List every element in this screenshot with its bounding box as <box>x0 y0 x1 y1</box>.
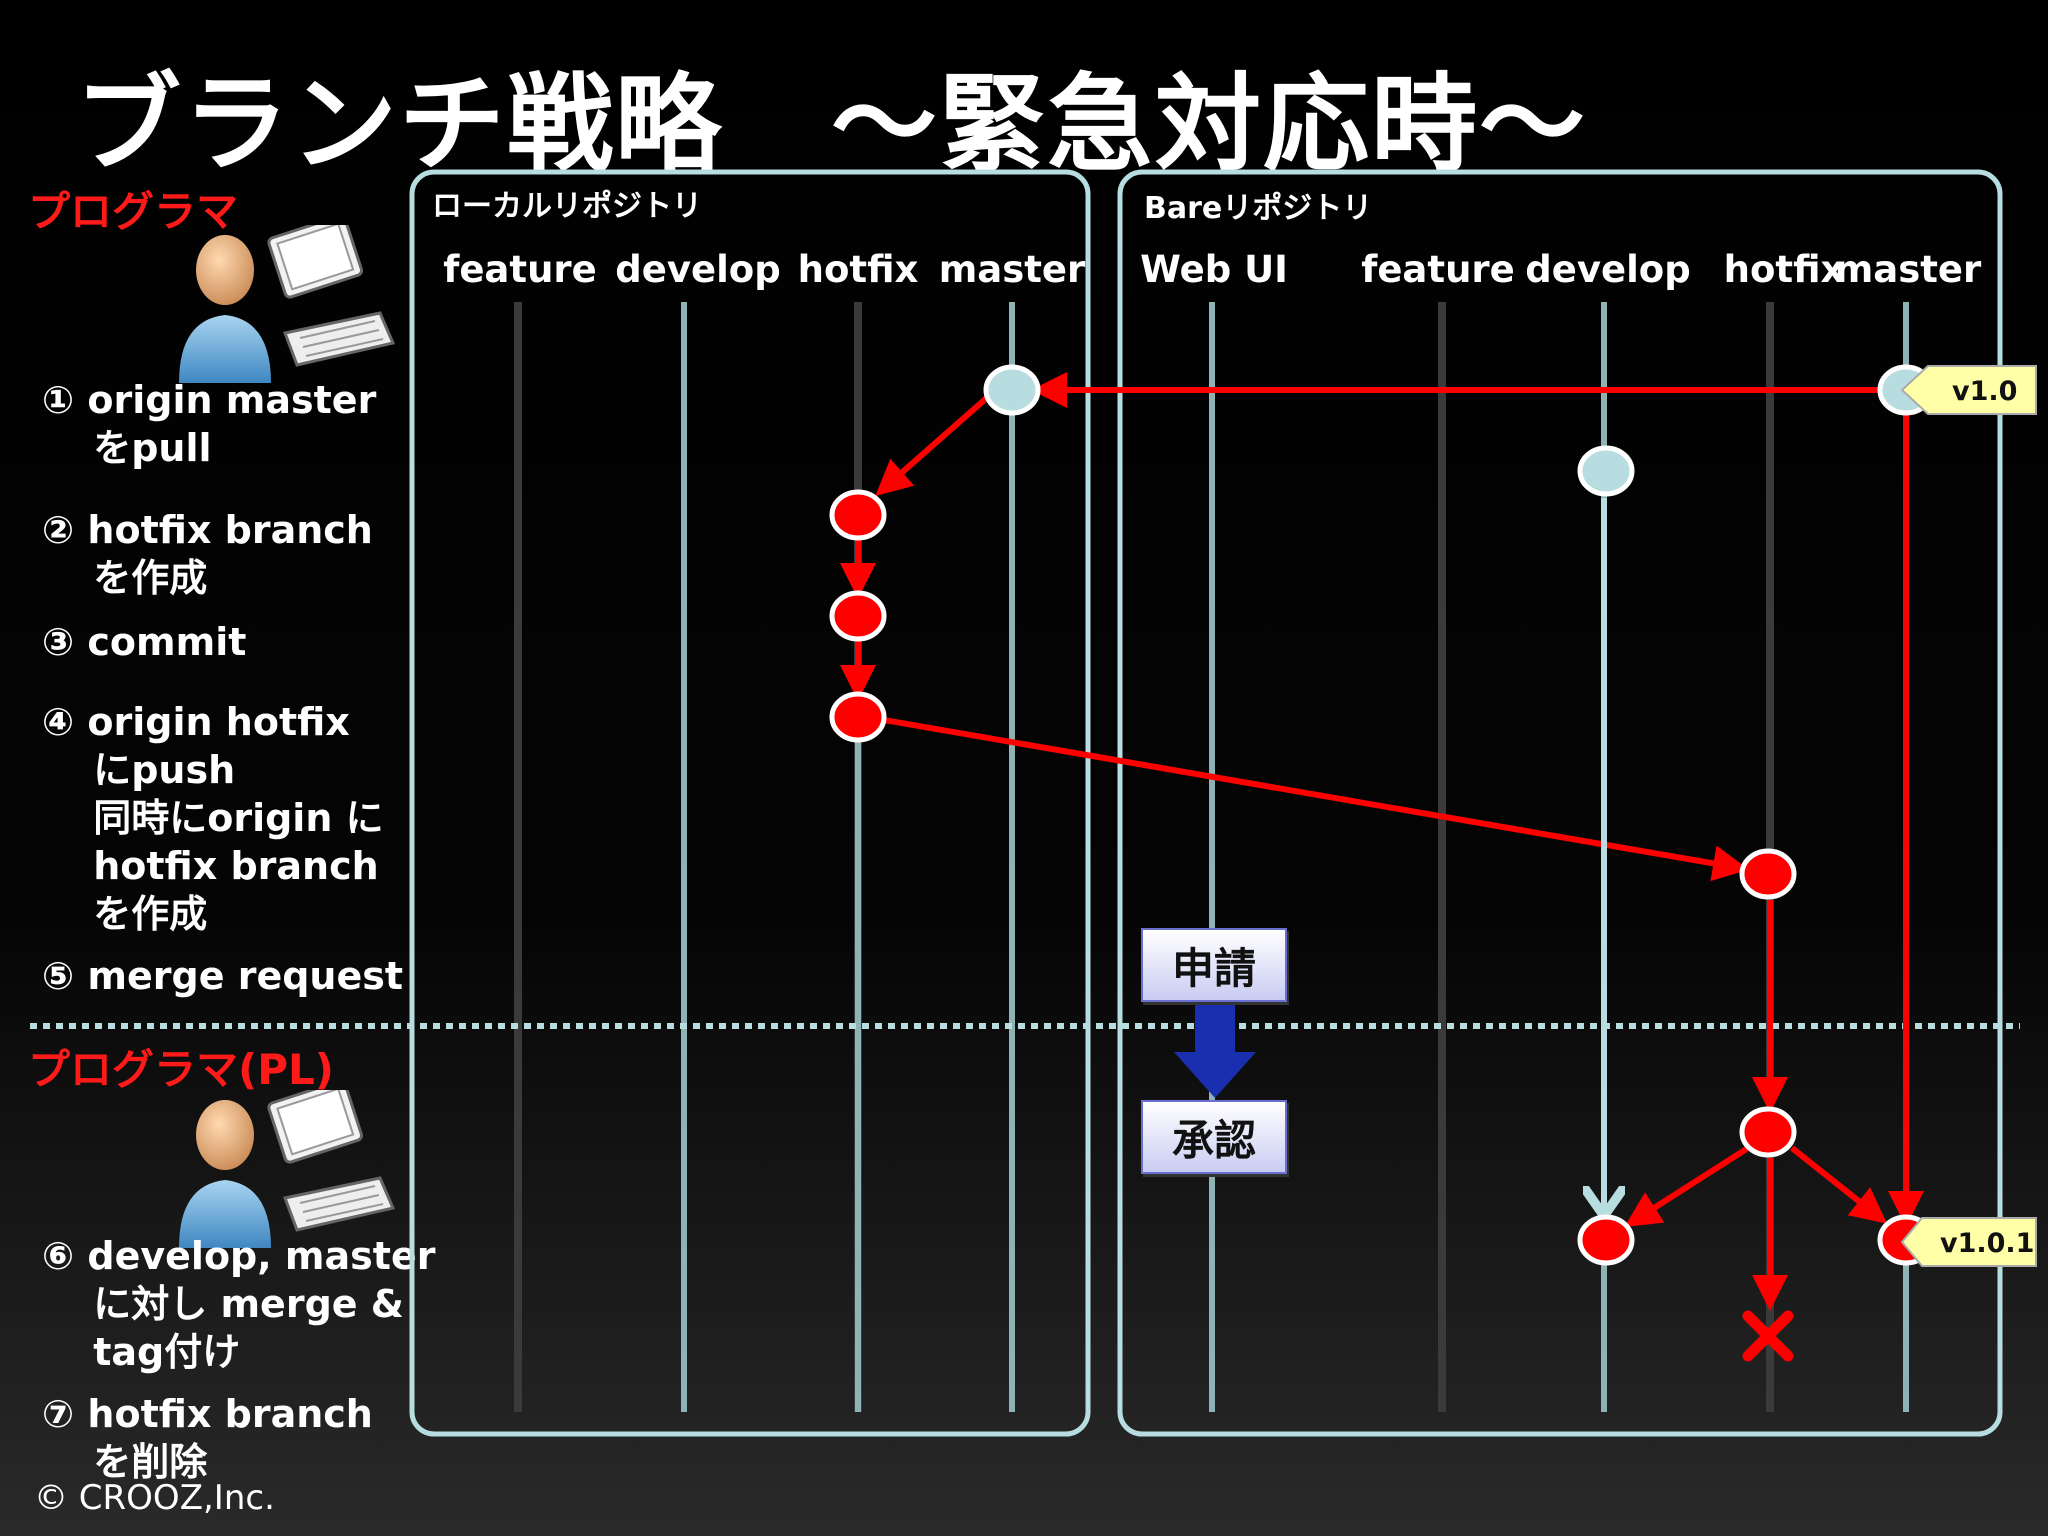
arrow-merge-develop <box>1624 1145 1750 1227</box>
commit-local-master <box>983 364 1041 416</box>
arrow-merge-master <box>1790 1145 1888 1224</box>
local-col-develop: develop <box>615 248 780 291</box>
commit-bare-develop-merge <box>1577 1214 1635 1266</box>
role-programmer: プログラマ <box>28 187 239 236</box>
step-4: ④ origin hotfix にpush 同時にorigin に hotfix… <box>42 700 384 936</box>
delete-x-icon <box>1742 1310 1794 1362</box>
programmer-icon <box>179 225 395 383</box>
request-box: 申請 <box>1141 928 1287 1002</box>
commit-hotfix-branch <box>829 489 887 541</box>
local-col-master: master <box>939 248 1086 291</box>
approval-down-arrow-icon <box>1174 998 1256 1098</box>
bare-col-master: master <box>1835 248 1982 291</box>
page-title: ブランチ戦略 ～緊急対応時～ <box>75 63 1587 186</box>
step-3: ③ commit <box>42 620 247 664</box>
bare-repo-title: Bareリポジトリ <box>1144 191 1372 226</box>
local-col-feature: feature <box>443 248 597 291</box>
local-repo-title: ローカルリポジトリ <box>432 189 702 224</box>
bare-col-feature: feature <box>1361 248 1515 291</box>
commit-bare-hotfix-approved <box>1739 1106 1797 1158</box>
step-7: ⑦ hotfix branch を削除 <box>42 1392 373 1484</box>
programmer-pl-icon <box>179 1090 395 1248</box>
step-1: ① origin master をpull <box>42 378 377 470</box>
tag-v1-0-1-label: v1.0.1 <box>1940 1228 2034 1259</box>
copyright: © CROOZ,Inc. <box>34 1478 275 1518</box>
commit-hotfix-1 <box>829 590 887 642</box>
local-repo-frame <box>409 169 1091 1437</box>
bare-col-hotfix: hotfix <box>1724 248 1845 291</box>
bare-repo-frame <box>1117 169 2003 1437</box>
arrow-push-hotfix <box>883 717 1749 882</box>
arrow-create-hotfix <box>875 392 992 496</box>
commit-hotfix-2 <box>829 691 887 743</box>
commit-bare-hotfix <box>1739 848 1797 900</box>
step-5: ⑤ merge request <box>42 954 404 998</box>
commit-bare-develop <box>1577 445 1635 497</box>
bare-col-develop: develop <box>1525 248 1690 291</box>
tag-v1-0: v1.0 <box>1900 365 2037 415</box>
bare-col-webui: Web UI <box>1140 248 1288 291</box>
tag-v1-0-label: v1.0 <box>1952 376 2017 407</box>
tag-v1-0-1: v1.0.1 <box>1900 1217 2037 1267</box>
approve-box: 承認 <box>1141 1100 1287 1174</box>
local-col-hotfix: hotfix <box>798 248 919 291</box>
role-programmer-pl: プログラマ(PL) <box>28 1045 334 1094</box>
step-2: ② hotfix branch を作成 <box>42 508 373 600</box>
